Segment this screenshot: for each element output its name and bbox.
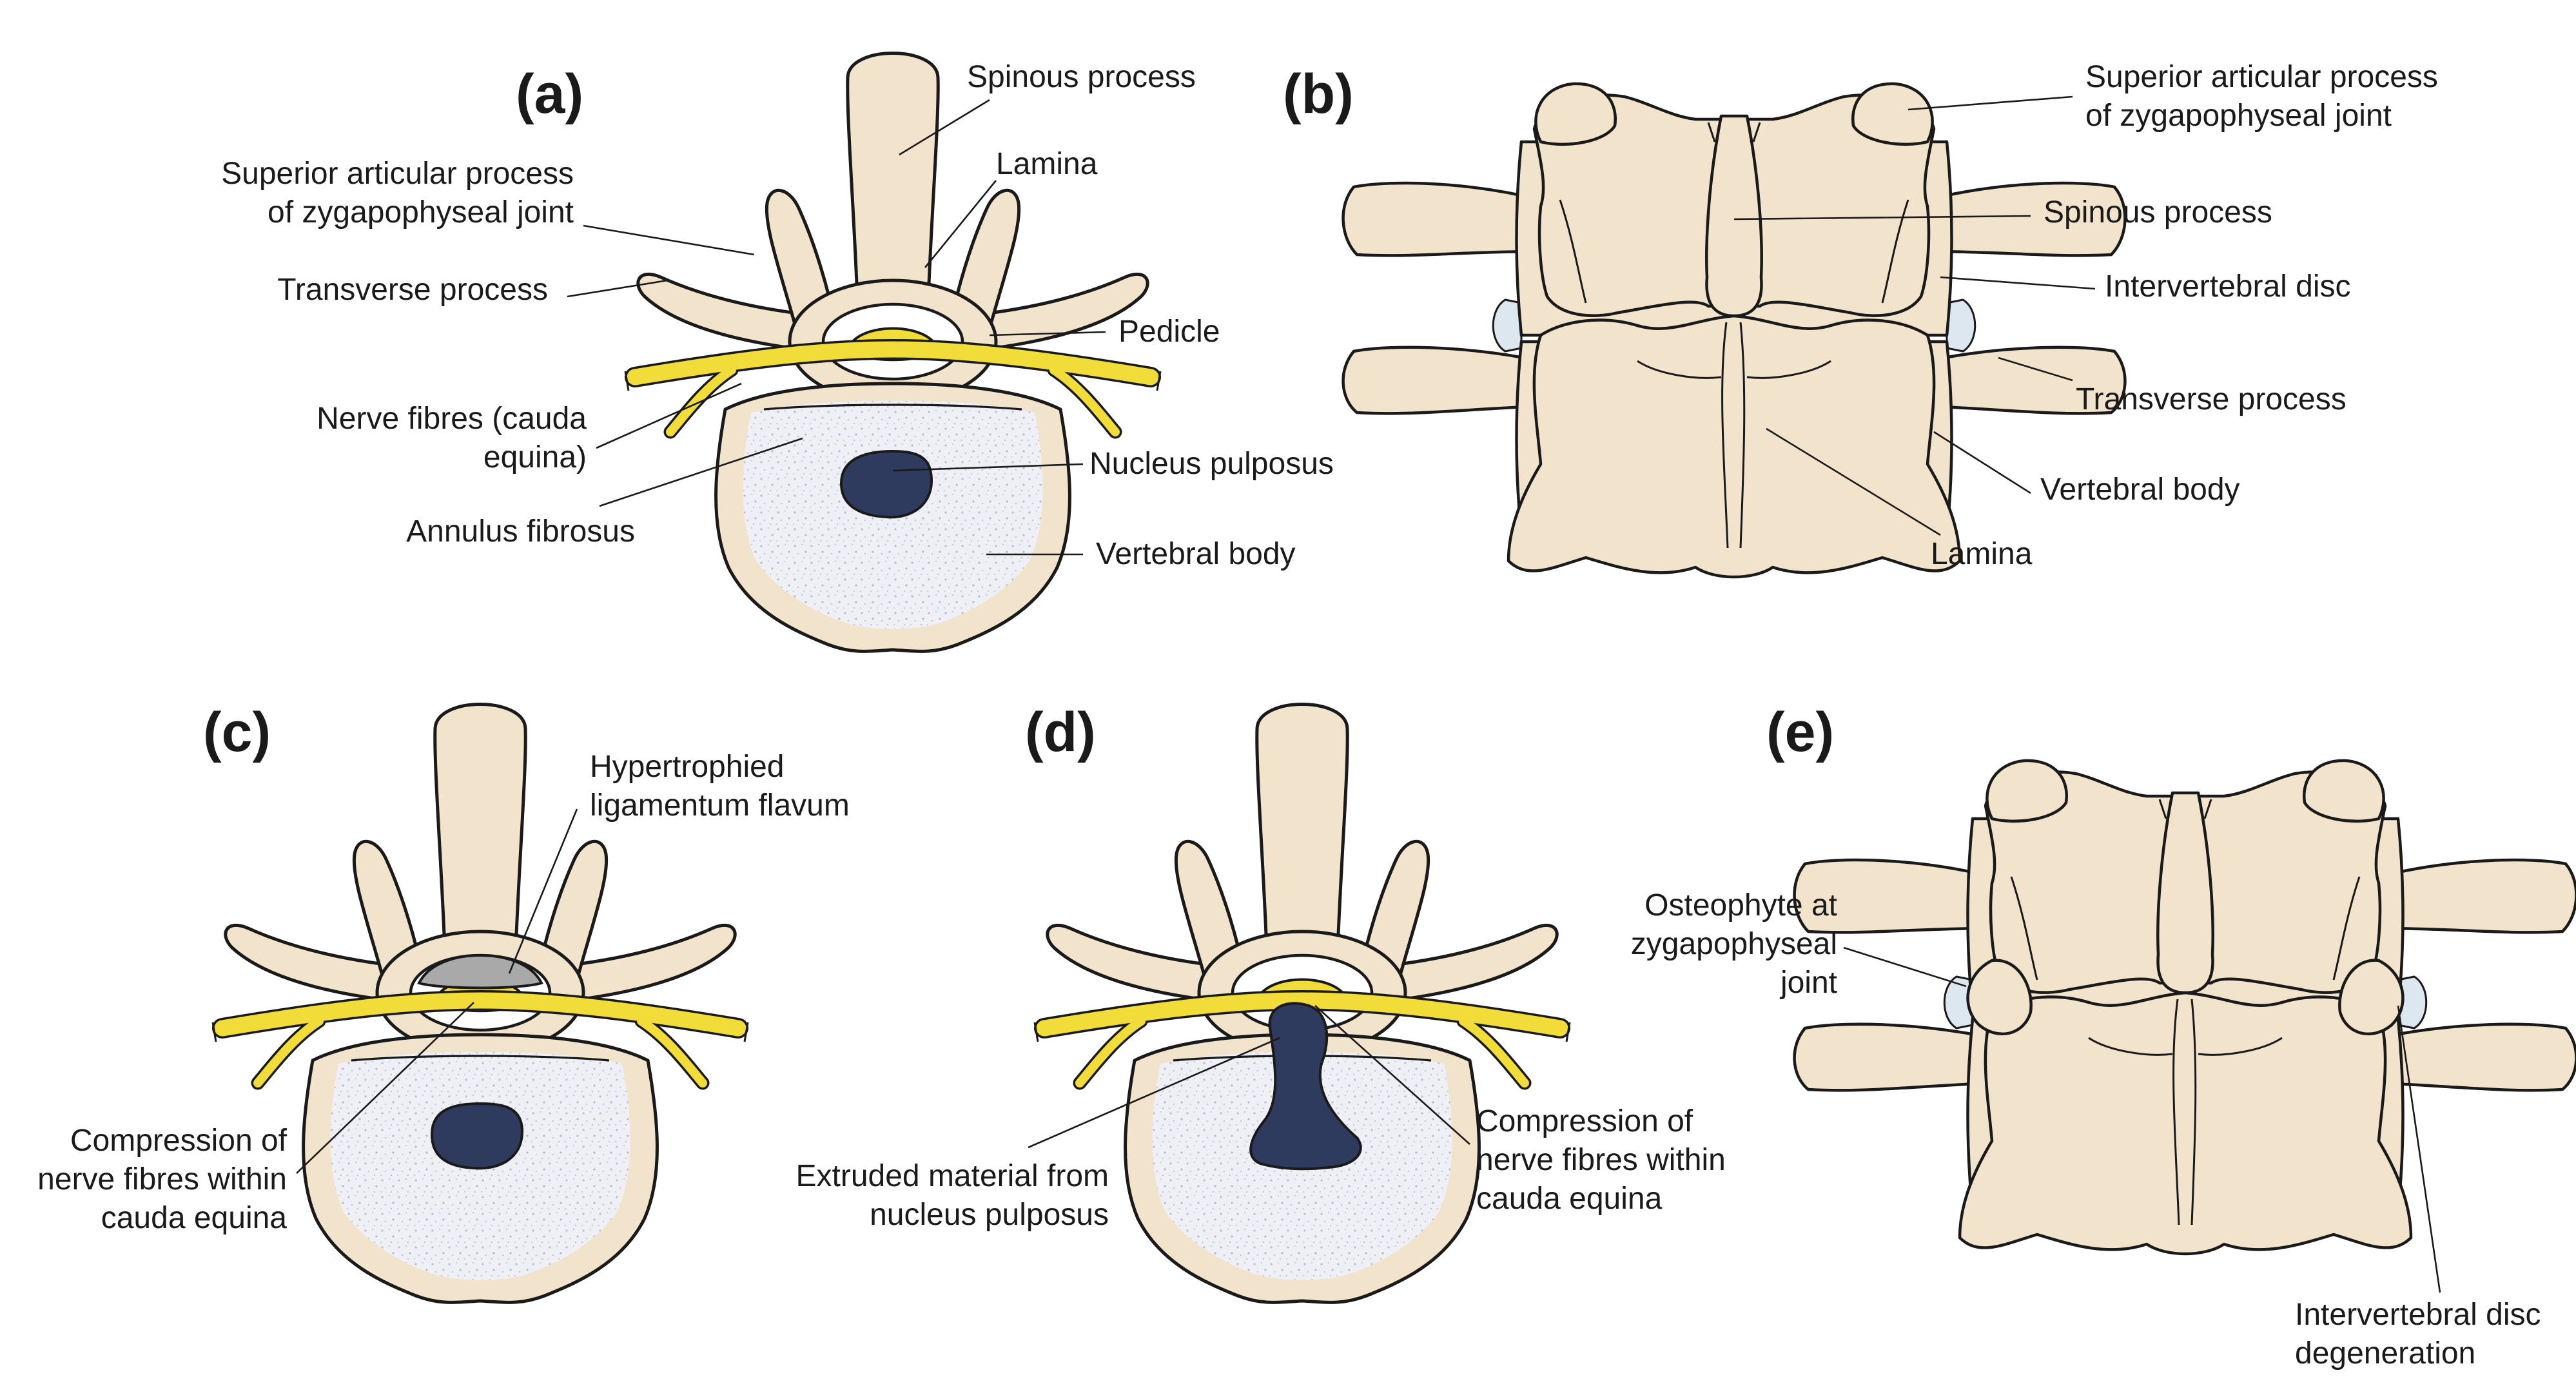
panel-b-spine-posterior <box>1343 84 2125 577</box>
label-spinous-process-a: Spinous process <box>967 60 1196 94</box>
leader-degeneration-e <box>2397 1005 2441 1293</box>
leader-lamina-b <box>1766 427 1941 536</box>
leader-nerve-a <box>596 382 742 449</box>
leader-spinous-process-b <box>1733 215 2031 220</box>
label-pedicle-a: Pedicle <box>1118 315 1220 349</box>
panel-d-vertebra <box>1035 705 1570 1303</box>
panel-b-letter: (b) <box>1283 63 1354 125</box>
leader-spinous-process-a <box>899 99 990 156</box>
label-vertebral-body-b: Vertebral body <box>2040 473 2240 507</box>
leader-ligament-c <box>508 808 578 974</box>
leader-lamina-a <box>924 180 997 268</box>
label-transverse-process-b: Transverse process <box>2076 382 2347 416</box>
label-annulus-fibrosus-a: Annulus fibrosus <box>406 514 635 549</box>
leader-superior-articular-b <box>1908 95 2073 111</box>
label-superior-articular-a-2: of zygapophyseal joint <box>268 195 574 229</box>
panel-e-spine-degenerated <box>1795 761 2576 1254</box>
leader-superior-articular-a <box>583 224 755 256</box>
label-extruded-d-2: nucleus pulposus <box>870 1198 1109 1232</box>
panel-a-vertebra <box>625 54 1160 652</box>
label-extruded-d-1: Extruded material from <box>795 1159 1109 1193</box>
panel-d-letter: (d) <box>1025 701 1096 763</box>
label-ligament-c-1: Hypertrophied <box>590 750 785 784</box>
leader-intervertebral-disc-b <box>1940 276 2096 290</box>
panel-e: (e) Osteophyte at zygapophyseal joint In… <box>1631 701 2576 1371</box>
panel-b: (b) Superior articular process of zygapo… <box>1283 60 2438 577</box>
label-osteophyte-e-2: zygapophyseal <box>1631 927 1837 961</box>
label-superior-articular-b-2: of zygapophyseal joint <box>2085 99 2392 133</box>
leader-vertebral-body-b <box>1933 431 2031 494</box>
label-osteophyte-e-1: Osteophyte at <box>1644 888 1837 922</box>
label-ligament-c-2: ligamentum flavum <box>590 788 850 823</box>
label-nucleus-pulposus-a: Nucleus pulposus <box>1089 447 1334 481</box>
label-superior-articular-a-1: Superior articular process <box>221 157 574 191</box>
label-degeneration-e-2: degeneration <box>2295 1336 2475 1371</box>
label-spinous-process-b: Spinous process <box>2044 195 2272 229</box>
leader-osteophyte-e <box>1843 946 1967 988</box>
label-compression-d-2: nerve fibres within <box>1476 1143 1726 1177</box>
label-compression-c-1: Compression of <box>70 1124 288 1158</box>
label-compression-c-2: nerve fibres within <box>37 1162 287 1196</box>
label-compression-d-1: Compression of <box>1476 1104 1693 1138</box>
panel-a-letter: (a) <box>516 63 583 125</box>
label-compression-c-3: cauda equina <box>101 1201 288 1235</box>
panel-c-vertebra <box>213 705 748 1303</box>
label-nerve-a-2: equina) <box>483 440 587 474</box>
panel-c: (c) Hypertrophied ligamentum flavum Comp… <box>37 701 850 1302</box>
panel-e-letter: (e) <box>1766 701 1834 763</box>
label-degeneration-e-1: Intervertebral disc <box>2295 1298 2541 1332</box>
label-vertebral-body-a: Vertebral body <box>1096 537 1296 571</box>
panel-d: (d) Extruded material from nucleus pulpo… <box>795 701 1726 1303</box>
label-lamina-b: Lamina <box>1931 537 2033 571</box>
panel-a: (a) Spinous process Lamina Superior arti… <box>221 54 1334 652</box>
leader-annulus-fibrosus-a <box>599 437 803 507</box>
label-superior-articular-b-1: Superior articular process <box>2085 60 2438 94</box>
leader-compression-d <box>1314 1005 1470 1145</box>
leader-compression-c <box>296 1002 474 1174</box>
leader-pedicle-a <box>989 331 1106 337</box>
leader-extruded-d <box>1028 1037 1280 1149</box>
leader-transverse-process-b <box>1998 356 2073 382</box>
label-lamina-a: Lamina <box>996 147 1098 181</box>
label-intervertebral-disc-b: Intervertebral disc <box>2105 269 2351 304</box>
label-osteophyte-e-3: joint <box>1779 966 1837 1000</box>
label-transverse-process-a: Transverse process <box>277 273 548 307</box>
leader-nucleus-pulposus-a <box>892 463 1084 472</box>
panel-c-letter: (c) <box>203 701 271 763</box>
leader-transverse-process-a <box>567 279 668 298</box>
label-compression-d-3: cauda equina <box>1476 1182 1663 1216</box>
label-nerve-a-1: Nerve fibres (cauda <box>317 402 587 436</box>
